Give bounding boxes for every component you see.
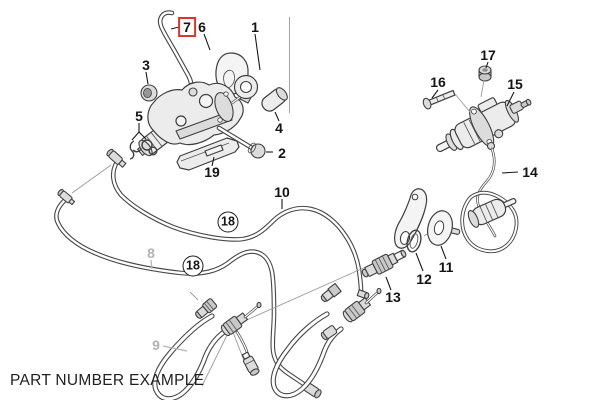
connector-parts (361, 188, 461, 278)
part-19-bracket (176, 137, 240, 171)
part-label-18-b[interactable]: 18 (182, 255, 204, 277)
part-12-ring (406, 229, 422, 253)
part-label-8[interactable]: 8 (147, 245, 155, 261)
hose-fitting (241, 351, 260, 376)
caption-part-number-example: PART NUMBER EXAMPLE (10, 372, 205, 389)
part-label-17[interactable]: 17 (480, 47, 496, 63)
master-cylinder-assembly (129, 10, 288, 171)
part-label-11[interactable]: 11 (438, 259, 454, 275)
leader-lines (145, 26, 519, 352)
damper-clip-loop (460, 190, 519, 254)
slave-cylinder-assembly (422, 65, 532, 254)
part-label-10[interactable]: 10 (274, 184, 290, 200)
hose-fitting (320, 282, 342, 303)
part-label-18-a[interactable]: 18 (217, 211, 239, 233)
part-label-1[interactable]: 1 (251, 19, 259, 35)
part-2-bolt (216, 125, 266, 159)
part-16-bolt (422, 89, 456, 110)
hose-fitting (320, 325, 338, 341)
part-label-4[interactable]: 4 (275, 120, 283, 136)
part-label-19[interactable]: 19 (204, 164, 220, 180)
pipe-fitting (106, 148, 127, 168)
pipe-alignment-line (71, 164, 112, 194)
part-label-14[interactable]: 14 (522, 164, 538, 180)
part-13-connector (361, 249, 407, 278)
part-label-5[interactable]: 5 (135, 108, 143, 124)
part-label-7-selected[interactable]: 7 (178, 17, 196, 37)
pipe-fitting (57, 188, 76, 206)
hose-coupling (342, 297, 372, 323)
part-label-2[interactable]: 2 (278, 145, 286, 161)
part-1-pushrod (230, 74, 259, 105)
part-5-clips (129, 123, 158, 160)
part-label-15[interactable]: 15 (507, 76, 523, 92)
hose-fitting (195, 298, 218, 319)
part-label-16[interactable]: 16 (430, 74, 446, 90)
part-label-9[interactable]: 9 (152, 337, 160, 353)
part-label-3[interactable]: 3 (142, 57, 150, 73)
hose-coupling (220, 312, 249, 337)
part-15-slave-cylinder (435, 97, 532, 153)
pipe-end-fitting (356, 289, 370, 300)
part-4-pin (261, 87, 288, 112)
clutch-hoses (155, 265, 382, 400)
part-17-nut (478, 65, 492, 82)
part-label-13[interactable]: 13 (385, 289, 401, 305)
part-11-grommet (427, 210, 461, 246)
part-label-12[interactable]: 12 (416, 271, 432, 287)
part-label-6[interactable]: 6 (198, 19, 206, 35)
